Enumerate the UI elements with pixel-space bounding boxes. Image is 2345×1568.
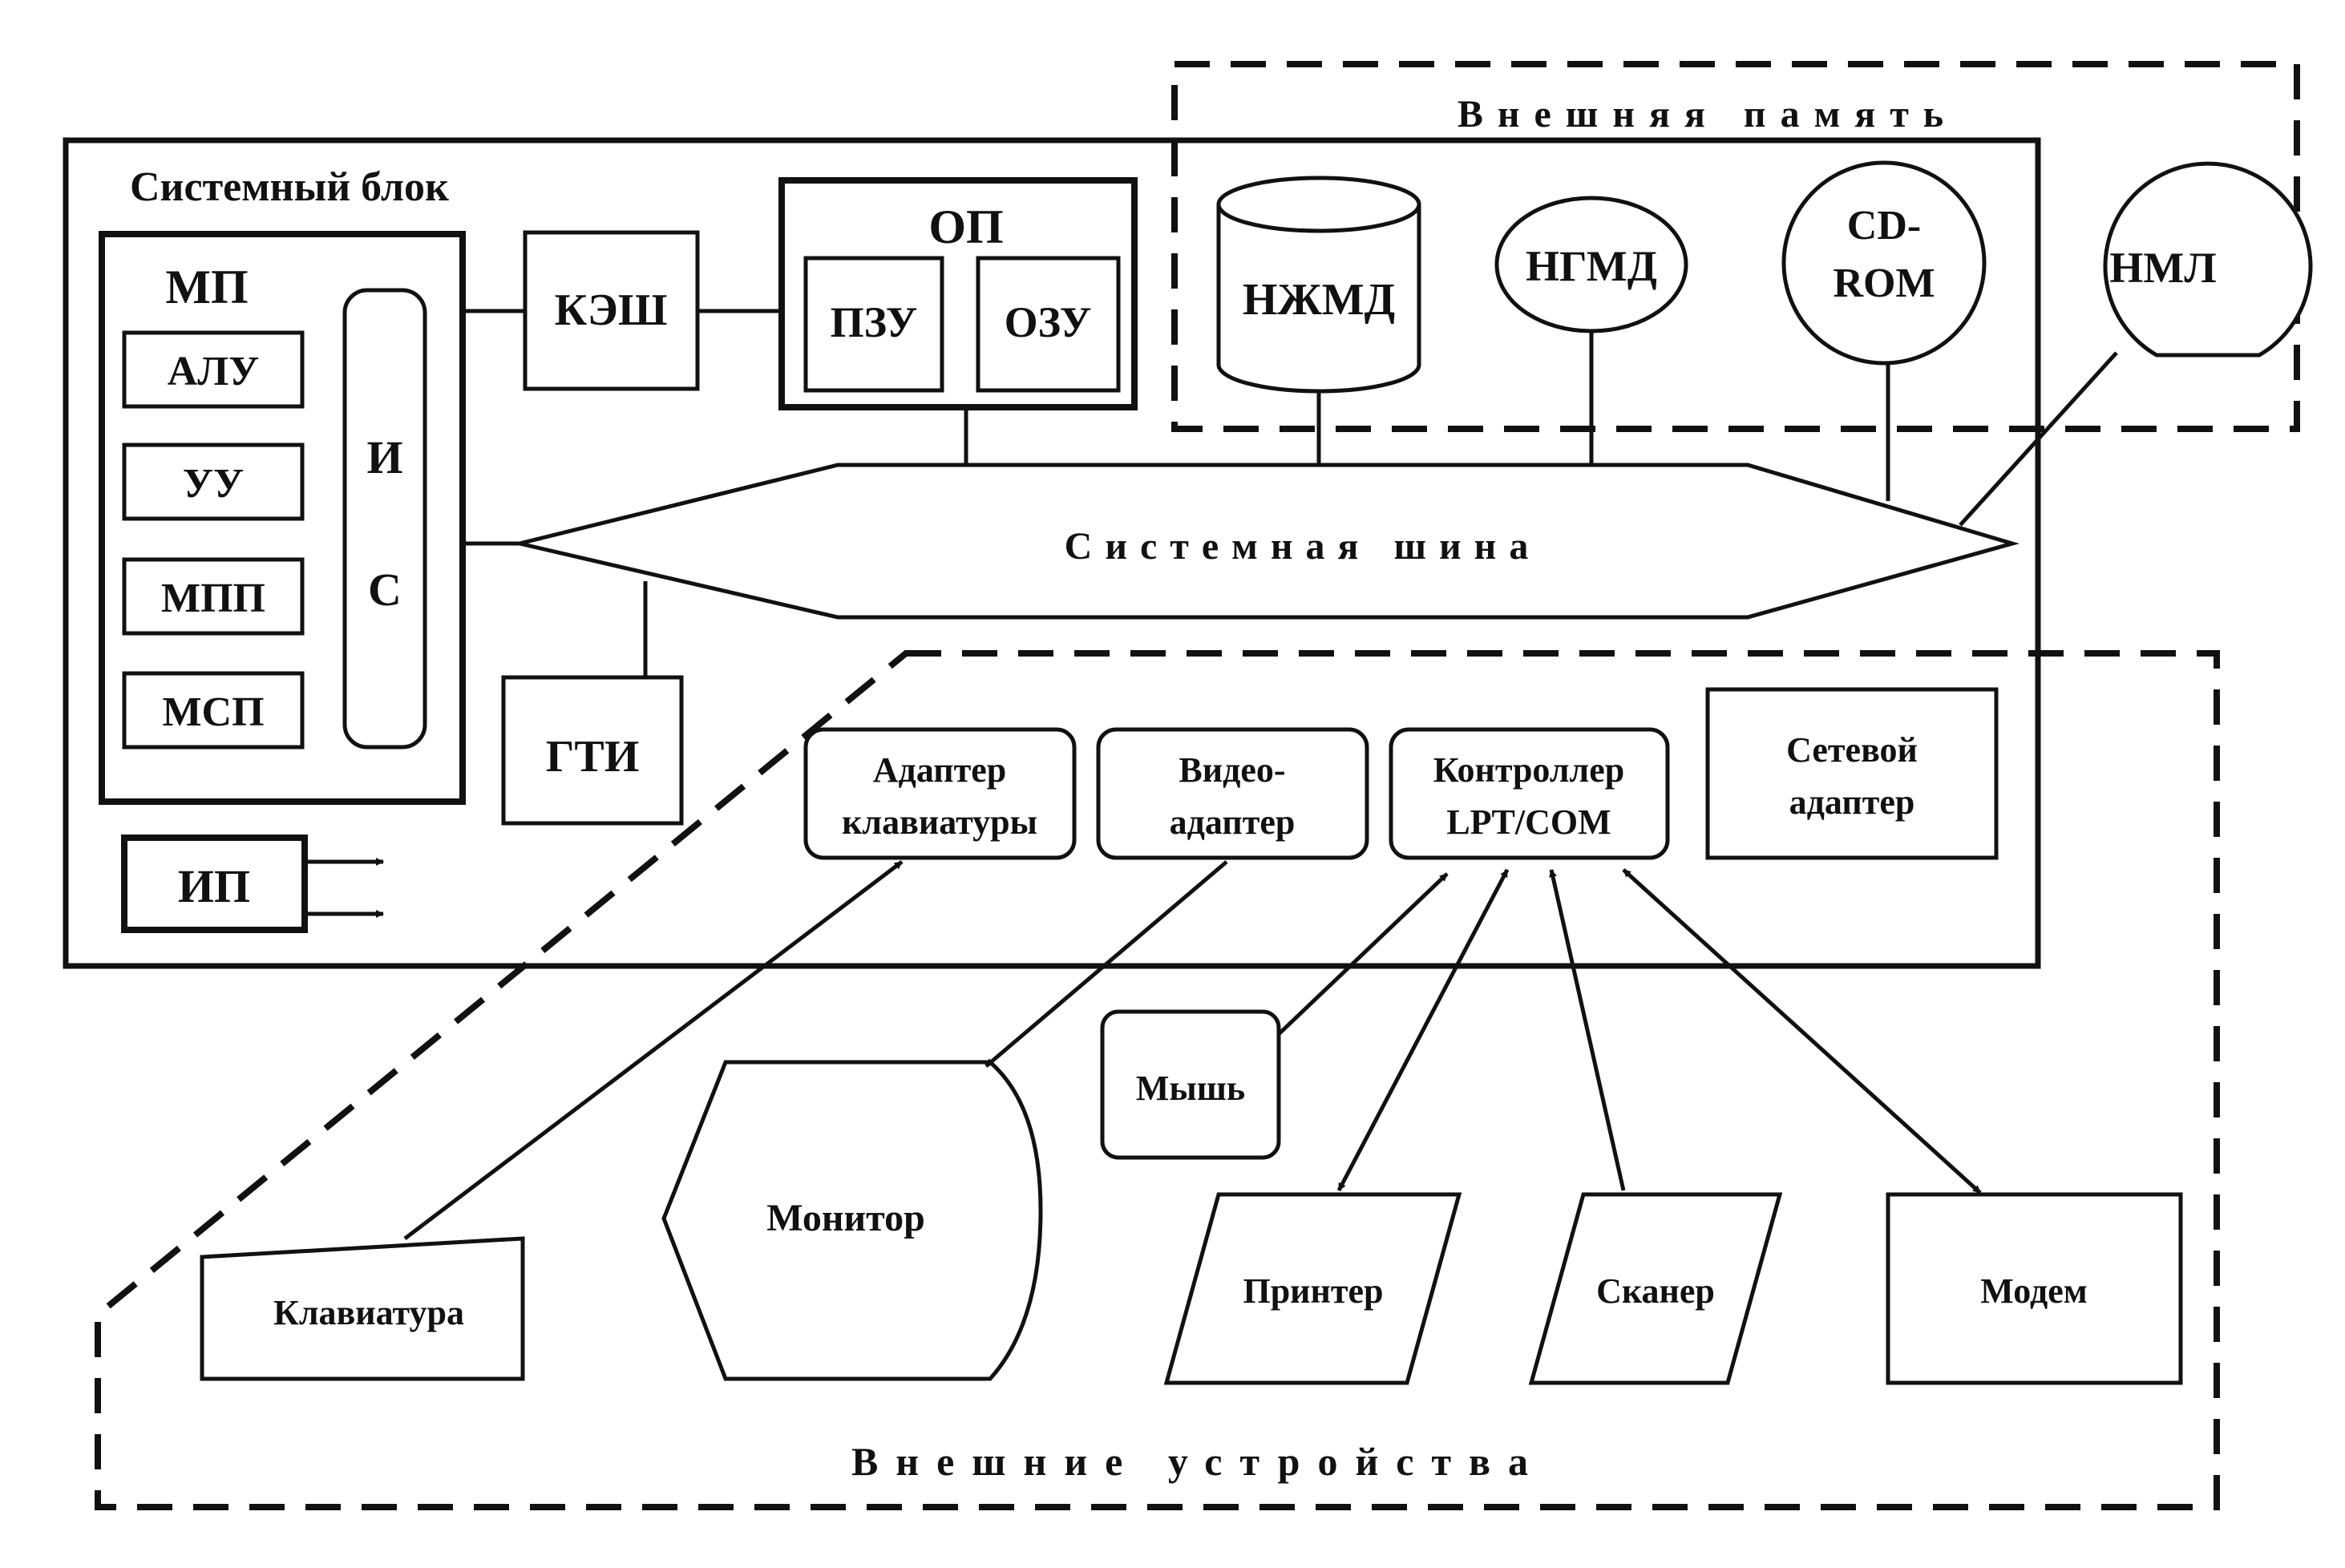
system-unit-box [63,137,2041,969]
external-memory-label: Внешняя память [1458,93,1958,135]
keyboard-device: Клавиатура [200,1236,525,1381]
controller-line2: LPT/COM [1446,802,1611,842]
keyboard-adapter-line2: клавиатуры [842,802,1037,842]
scanner-device: Сканер [1528,1192,1783,1385]
monitor-device: Монитор [661,1060,1043,1381]
mp-block [99,231,466,805]
mp-unit-label: УУ [183,461,244,507]
mouse-link-arrow [1277,872,1449,1036]
cdrom-device: CD- ROM [1781,160,1987,366]
modem-link-arrow [1622,868,1982,1194]
printer-label: Принтер [1243,1271,1383,1311]
system-bus [519,463,2020,620]
fdd-device: НГМД [1494,196,1688,333]
mp-unit: МСП [122,671,305,750]
ip-label: ИП [178,860,250,912]
controller-line1: Контроллер [1433,750,1624,790]
system-bus-label: Системная шина [1065,525,1542,568]
modem-label: Модем [1980,1271,2087,1311]
mp-unit-label: АЛУ [168,349,259,394]
system-unit-label: Системный блок [130,164,449,210]
cdrom-label-line2: ROM [1833,261,1935,306]
printer-link-arrow [1336,868,1510,1192]
network-adapter-line1: Сетевой [1786,730,1918,770]
rom-label: ПЗУ [831,298,918,346]
network-adapter: Сетевой адаптер [1705,687,1999,860]
monitor-label: Монитор [766,1197,925,1239]
external-devices-region [95,650,2220,1510]
mouse-label: Мышь [1136,1069,1245,1108]
mp-label: МП [165,261,248,313]
mp-unit-label: МПП [161,576,265,621]
is-label-bottom: С [368,564,402,616]
tape-bus-link [1959,351,2118,527]
rom-block [803,256,944,393]
tape-label: НМЛ [2109,244,2216,292]
keyboard-adapter-line1: Адаптер [873,750,1006,790]
ram-block [976,256,1121,393]
modem-device: Модем [1886,1192,2183,1385]
fdd-label: НГМД [1526,242,1657,290]
cache-label: КЭШ [555,285,668,335]
op-label: ОП [928,200,1003,253]
mp-unit: МПП [122,557,305,636]
keyboard-label: Клавиатура [273,1293,464,1332]
video-adapter-line2: адаптер [1170,802,1296,842]
video-adapter-line1: Видео- [1179,750,1285,790]
network-adapter-line2: адаптер [1789,782,1915,822]
hdd-device: НЖМД [1216,176,1421,394]
cdrom-label-line1: CD- [1847,203,1921,249]
tape-device: НМЛ [2103,161,2313,358]
printer-device: Принтер [1163,1192,1462,1385]
mp-unit-label: МСП [162,689,264,735]
keyboard-adapter: Адаптер клавиатуры [803,727,1077,860]
gti-block [501,675,684,826]
cache-block [523,230,700,391]
scanner-label: Сканер [1596,1271,1715,1311]
ip-block [121,835,308,933]
keyboard-link-arrow [403,860,904,1240]
gti-label: ГТИ [546,732,640,782]
scanner-link-arrow [1549,869,1626,1191]
mp-unit: УУ [122,443,305,521]
is-block [342,288,427,750]
video-adapter: Видео- адаптер [1096,727,1369,860]
mouse-device: Мышь [1100,1009,1281,1160]
mp-unit: АЛУ [122,330,305,409]
is-label-top: И [366,431,402,483]
hdd-label: НЖМД [1243,275,1395,325]
lpt-com-controller: Контроллер LPT/COM [1389,727,1670,860]
external-devices-label: Внешние устройства [851,1439,1546,1484]
ram-label: ОЗУ [1005,298,1092,346]
monitor-link-arrow [984,860,1228,1068]
